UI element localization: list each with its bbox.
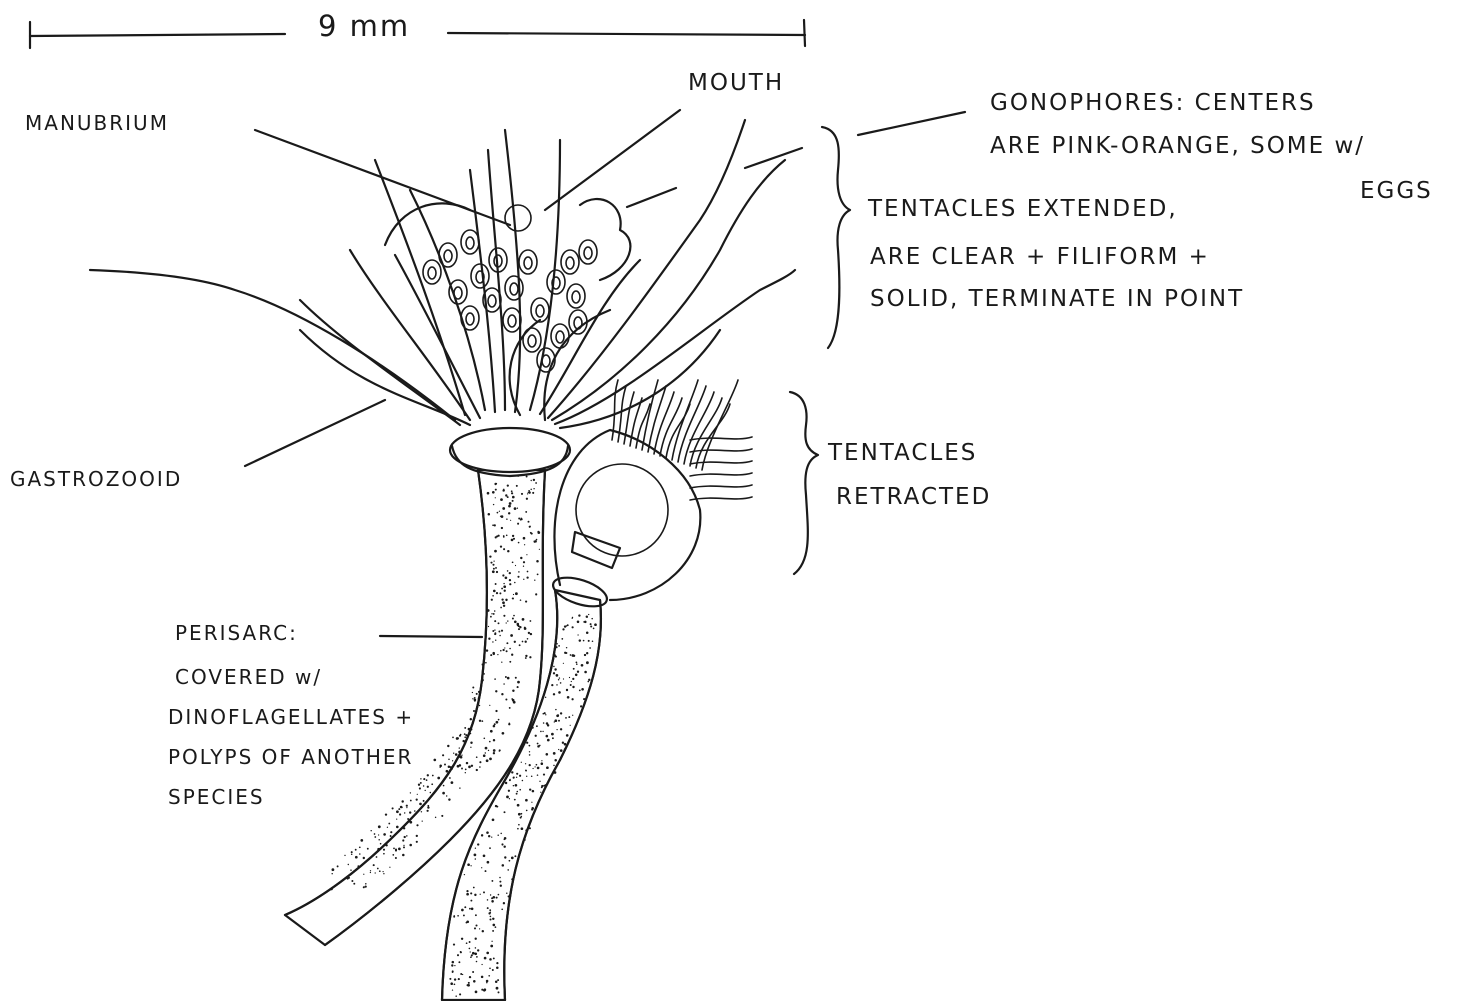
label-tentacles-retracted-2: RETRACTED [836,484,991,510]
label-manubrium: MANUBRIUM [25,112,169,135]
gastrozooid-leader [245,400,385,466]
scale-bar-label: 9 mm [318,10,410,43]
label-mouth: MOUTH [688,70,784,96]
leader-lines [245,110,965,637]
label-perisarc-5: SPECIES [168,786,265,809]
gastrozooid-collar [450,428,570,476]
label-gastrozooid: GASTROZOOID [10,468,182,491]
label-tentacles-extended-2: ARE CLEAR + FILIFORM + [870,244,1210,270]
label-tentacles-extended-3: SOLID, TERMINATE IN POINT [870,286,1244,312]
label-perisarc-4: POLYPS OF ANOTHER [168,746,413,769]
label-perisarc-1: PERISARC: [175,622,298,645]
brace-retracted [790,392,818,574]
label-perisarc-2: COVERED w/ [175,666,322,689]
retracted-polyp [550,380,752,612]
perisarc-leader [380,636,482,637]
brace-extended [822,127,850,348]
label-tentacles-extended-1: TENTACLES EXTENDED, [868,196,1178,222]
gonophores-leader [858,112,965,135]
label-perisarc-3: DINOFLAGELLATES + [168,706,414,729]
tentacles-extended [90,120,795,428]
label-tentacles-retracted-1: TENTACLES [828,440,977,466]
label-gonophores-1: GONOPHORES: CENTERS [990,90,1316,116]
label-gonophores-3: EGGS [1360,178,1433,204]
scale-bar-line [30,20,805,48]
label-gonophores-2: ARE PINK-ORANGE, SOME w/ [990,133,1365,159]
